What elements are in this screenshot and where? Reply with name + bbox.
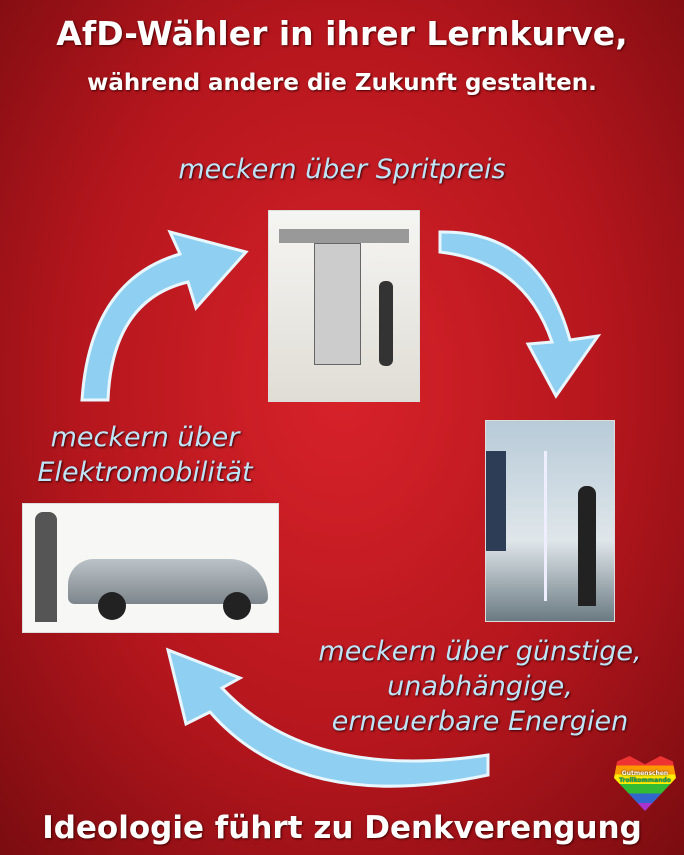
arrow-top-right (438, 230, 602, 399)
label-line: erneuerbare Energien (331, 706, 629, 737)
wind-turbine (544, 451, 547, 601)
car-wheel (98, 592, 126, 620)
fuel-pump (314, 243, 361, 365)
solar-panel (486, 451, 506, 551)
wind-solar-image (485, 420, 615, 622)
person-figure (578, 486, 596, 606)
logo-line1: Gutmenschen (621, 770, 669, 777)
title: AfD-Wähler in ihrer Lernkurve, (56, 14, 628, 53)
person-figure (35, 512, 57, 622)
subtitle: während andere die Zukunft gestalten. (87, 70, 597, 96)
label-line: Elektromobilität (37, 457, 253, 488)
person-figure (379, 281, 393, 366)
station-canopy (279, 229, 409, 243)
arrow-left-up (80, 229, 249, 402)
label-line: meckern über (50, 422, 240, 453)
arrow-bottom (165, 647, 490, 788)
logo-line2: Trollkommando (619, 777, 671, 784)
label-energien: meckern über günstige, unabhängige, erne… (280, 634, 680, 739)
label-elektromobilitaet: meckern über Elektromobilität (10, 420, 280, 490)
label-line: meckern über günstige, (318, 636, 642, 667)
label-spritpreis: meckern über Spritpreis (178, 154, 506, 185)
label-line: unabhängige, (387, 671, 573, 702)
gas-station-image (268, 210, 420, 402)
electric-car-image (22, 503, 279, 633)
footer-text: Ideologie führt zu Denkverengung (42, 810, 642, 846)
car-wheel (223, 592, 251, 620)
